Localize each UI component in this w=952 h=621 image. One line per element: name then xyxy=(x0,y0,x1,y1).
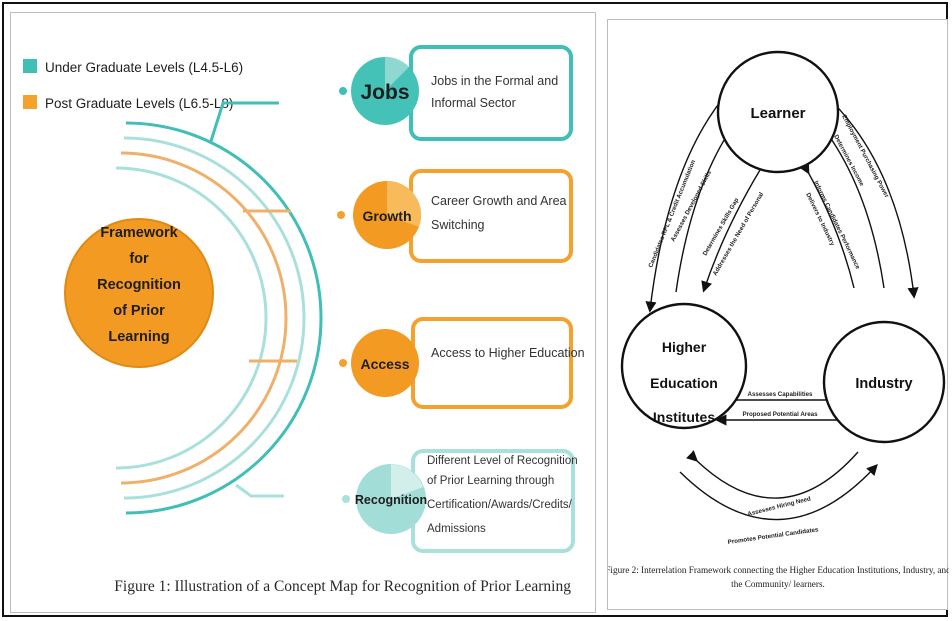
framework-center-circle xyxy=(64,218,214,368)
box-growth xyxy=(409,169,573,263)
desc-jobs-2: Informal Sector xyxy=(431,96,516,110)
desc-recognition-1: Different Level of Recognition xyxy=(427,455,578,467)
dot-access xyxy=(339,359,347,367)
arc-inner-teal xyxy=(115,166,268,470)
label-bottom-outer: Promotes Potential Candidates xyxy=(727,526,819,546)
node-industry xyxy=(822,320,946,444)
desc-recognition-2: of Prior Learning through xyxy=(427,475,554,487)
arc-light-teal xyxy=(123,136,306,500)
box-jobs xyxy=(409,45,573,141)
legend-label-postgraduate: Post Graduate Levels (L6.5-L8) xyxy=(45,96,233,111)
center-line-2: for xyxy=(129,251,149,267)
node-hei-line-1: Higher xyxy=(662,339,707,355)
concentric-arcs xyxy=(115,121,323,515)
desc-recognition-4: Admissions xyxy=(427,523,486,535)
desc-growth-1: Career Growth and Area xyxy=(431,194,567,208)
edge-bottom-inner xyxy=(686,450,859,499)
title-jobs: Jobs xyxy=(360,81,409,104)
slice-jobs xyxy=(385,57,409,91)
arc-orange xyxy=(120,151,288,485)
node-learner xyxy=(716,50,840,174)
box-access xyxy=(411,317,573,409)
center-line-1: Framework xyxy=(100,225,178,241)
title-recognition: Recognition xyxy=(355,493,427,507)
title-access: Access xyxy=(360,356,409,372)
framework-center-label: Framework for Recognition of Prior Learn… xyxy=(97,225,181,345)
title-growth: Growth xyxy=(363,208,412,224)
node-hei-line-3: Institutes xyxy=(653,409,715,425)
figure1-concept-map: Under Graduate Levels (L4.5-L6) Post Gra… xyxy=(23,45,585,595)
circle-access xyxy=(351,329,419,397)
connector-jobs xyxy=(209,101,279,142)
figure1-caption: Figure 1: Illustration of a Concept Map … xyxy=(114,578,571,595)
figure2-panel: Learner Higher Education Institutes Indu… xyxy=(605,19,951,610)
figure1-panel: Under Graduate Levels (L4.5-L6) Post Gra… xyxy=(10,12,596,613)
label-left-inner1: Determines Skills Gap xyxy=(702,197,741,257)
node-hei-line-2: Education xyxy=(650,375,718,391)
desc-growth-2: Switching xyxy=(431,218,485,232)
edge-right-inner xyxy=(799,161,855,289)
arc-connectors xyxy=(209,101,297,498)
figure2-caption-line-2: the Community/ learners. xyxy=(731,579,825,589)
legend-swatch-postgraduate xyxy=(23,95,37,109)
slice-recognition xyxy=(391,464,423,499)
label-middle-top: Assesses Capabilities xyxy=(747,391,813,398)
dot-jobs xyxy=(339,87,347,95)
figure2-caption-line-1: Figure 2: Interrelation Framework connec… xyxy=(608,565,949,575)
desc-access-1: Access to Higher Education xyxy=(431,346,585,360)
desc-recognition-3: Certification/Awards/Credits/ xyxy=(427,499,573,511)
node-hei xyxy=(620,302,748,430)
node-industry-label: Industry xyxy=(855,376,912,392)
dot-growth xyxy=(337,211,345,219)
edge-bottom-outer xyxy=(679,463,878,521)
edge-left-inner xyxy=(701,169,761,293)
center-line-4: of Prior xyxy=(113,303,165,319)
desc-jobs-1: Jobs in the Formal and xyxy=(431,74,558,88)
legend-label-undergraduate: Under Graduate Levels (L4.5-L6) xyxy=(45,60,243,75)
edge-right-outer xyxy=(821,91,919,299)
node-learner-label: Learner xyxy=(750,105,805,122)
legend-swatch-undergraduate xyxy=(23,59,37,73)
label-middle-bottom: Proposed Potential Areas xyxy=(742,411,818,418)
figure2-interrelation-diagram: Learner Higher Education Institutes Indu… xyxy=(605,50,951,589)
center-line-5: Learning xyxy=(108,329,169,345)
connector-recognition xyxy=(235,483,284,498)
edge-left-outer xyxy=(645,89,731,313)
center-line-3: Recognition xyxy=(97,277,181,293)
label-bottom-inner: Assesses Hiring Need xyxy=(747,495,812,518)
slice-growth xyxy=(387,180,422,227)
arc-outer-teal xyxy=(125,121,323,515)
dot-recognition xyxy=(342,495,350,503)
